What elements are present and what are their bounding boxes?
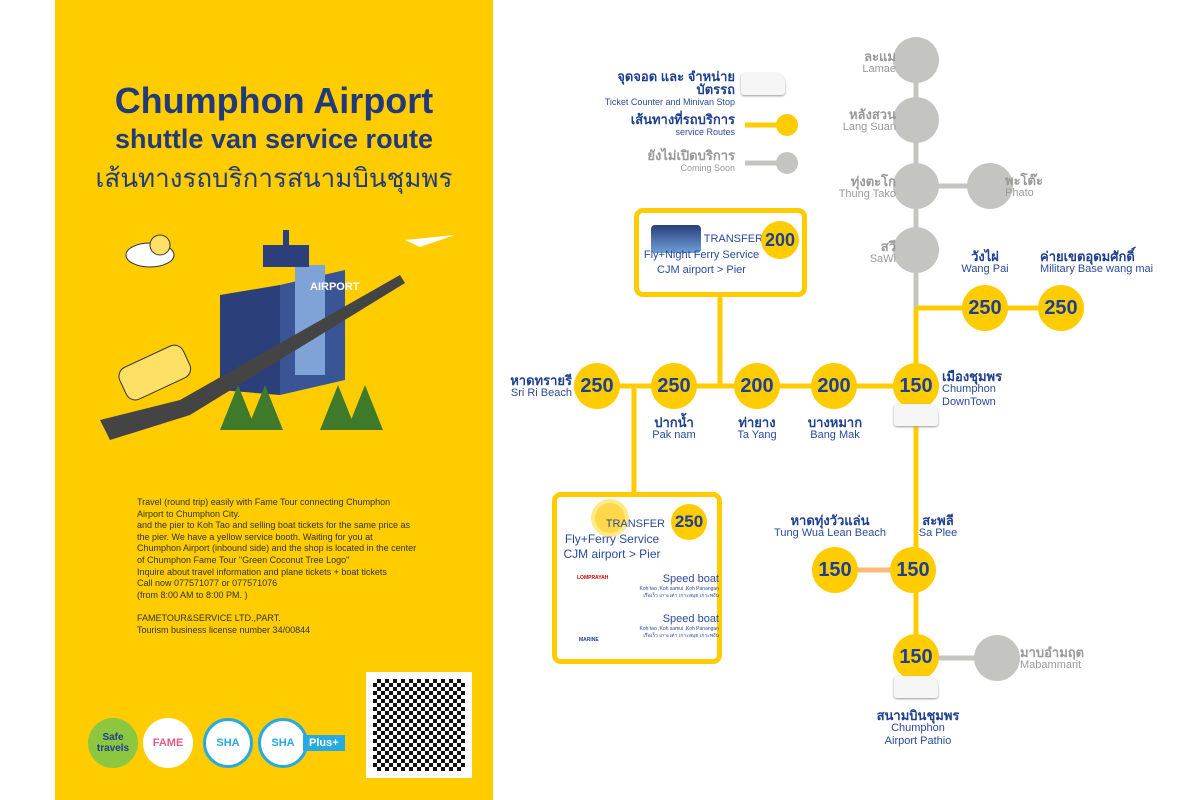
station-langsuan[interactable] [893, 97, 939, 143]
van-icon [894, 676, 938, 698]
night-ferry-price: 200 [761, 221, 799, 259]
station-saplee[interactable]: 150 [890, 547, 936, 593]
ferry-price: 250 [671, 504, 707, 540]
ferry-box[interactable]: TRANSFER Fly+Ferry Service CJM airport >… [552, 492, 722, 664]
sha-plus-badge: SHA [258, 718, 308, 768]
airport-sign: AIRPORT [310, 281, 360, 293]
label-saplee: สะพลีSa Plee [918, 513, 958, 539]
fame-logo: FAME [143, 718, 193, 768]
legend-gray-dot [776, 152, 798, 174]
sha-badge: SHA [203, 718, 253, 768]
airport-illustration: AIRPORT [100, 230, 455, 440]
station-airport[interactable]: 150 [893, 634, 939, 680]
title-line2: shuttle van service route [114, 124, 434, 154]
sun-icon [595, 503, 625, 533]
label-military: ค่ายเขตอุดมศักดิ์Military Base wang mai [1040, 249, 1154, 275]
description: Travel (round trip) easily with Fame Tou… [137, 497, 417, 635]
station-wangpai[interactable]: 250 [962, 285, 1008, 331]
label-wangpai: วังไผ่Wang Pai [961, 249, 1009, 275]
night-ferry-service: Fly+Night Ferry Service [643, 249, 760, 261]
ferry-route: CJM airport > Pier [563, 547, 661, 561]
label-sawi: สวีSaWi [869, 239, 896, 265]
plus-label: Plus+ [303, 735, 345, 751]
qr-code[interactable] [366, 672, 472, 778]
van-icon [741, 73, 785, 95]
station-phato[interactable] [967, 163, 1013, 209]
night-ferry-icon [651, 225, 701, 253]
station-thungtako[interactable] [893, 163, 939, 209]
info-panel: Chumphon Airport shuttle van service rou… [55, 0, 493, 800]
station-tungwua[interactable]: 150 [812, 547, 858, 593]
station-sawi[interactable] [893, 227, 939, 273]
label-sriri: หาดทรายรีSri Ri Beach [510, 373, 572, 399]
station-tayang[interactable]: 200 [734, 363, 780, 409]
night-ferry-route: CJM airport > Pier [657, 264, 746, 276]
title-line3: เส้นทางรถบริการสนามบินชุมพร [95, 163, 453, 193]
ferry-transfer: TRANSFER [605, 518, 665, 530]
station-sriri[interactable]: 250 [574, 363, 620, 409]
marine-logo: MARINE [579, 637, 599, 643]
safe-travels-badge: Safe travels [88, 718, 138, 768]
station-mabammarit[interactable] [974, 635, 1020, 681]
van-icon [894, 404, 938, 426]
night-ferry-transfer: TRANSFER [703, 233, 763, 245]
legend-yellow-dot [776, 114, 798, 136]
ferry-service: Fly+Ferry Service [564, 532, 660, 546]
station-bangmak[interactable]: 200 [811, 363, 857, 409]
station-military[interactable]: 250 [1038, 285, 1084, 331]
station-downtown[interactable]: 150 [893, 363, 939, 409]
station-paknam[interactable]: 250 [651, 363, 697, 409]
title-line1: Chumphon Airport [114, 80, 434, 121]
station-lamae[interactable] [893, 37, 939, 83]
lomprayah-logo: LOMPRAYAH [577, 575, 609, 581]
